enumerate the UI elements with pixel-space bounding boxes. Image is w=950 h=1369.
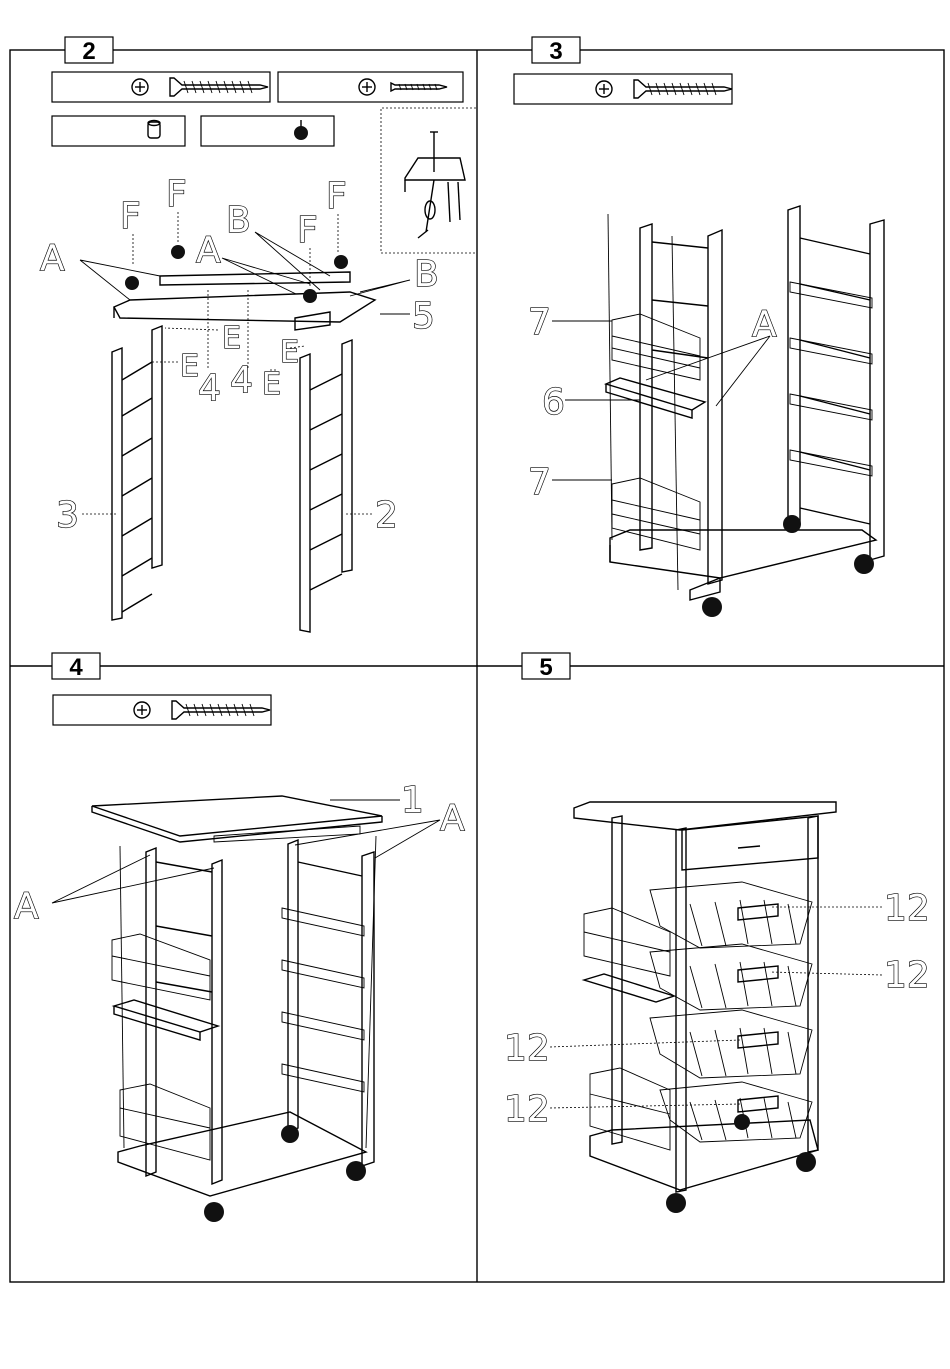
step-3-badge: 3: [532, 37, 580, 65]
step-3-number: 3: [549, 38, 562, 65]
callout-7-1: 7: [528, 302, 551, 343]
callout-f-3: F: [297, 210, 318, 251]
callout-a-5: A: [14, 886, 39, 927]
wire-basket-2: [650, 944, 812, 1010]
callout-2: 2: [375, 495, 398, 536]
callout-f-4: F: [326, 176, 347, 217]
callout-f-2: F: [166, 174, 187, 215]
step-5-panel: 12 12 12 12: [504, 802, 930, 1213]
hardware-box-long-screw: [52, 72, 270, 102]
wire-basket-3: [650, 1010, 812, 1078]
callout-f-1: F: [120, 196, 141, 237]
hardware-box-caster: [201, 116, 334, 146]
callout-a-4: A: [440, 798, 465, 839]
wire-basket-1: [650, 882, 812, 948]
callout-e-1: E: [222, 321, 241, 356]
callout-e-4: E: [262, 367, 281, 402]
callout-12-4: 12: [504, 1089, 550, 1130]
side-panel-2: [300, 340, 352, 632]
callout-12-3: 12: [504, 1028, 550, 1069]
step-4-badge: 4: [52, 653, 100, 681]
hardware-box-long-screw-4: [53, 695, 271, 725]
callout-e-3: E: [280, 335, 299, 370]
callout-e-2: E: [180, 349, 199, 384]
hardware-box-long-screw-3: [514, 74, 732, 104]
detail-inset: [381, 108, 476, 253]
side-panel-3: [112, 326, 162, 620]
callout-a-2: A: [196, 230, 221, 271]
callout-4-2: 4: [230, 360, 253, 401]
callout-a-3: A: [752, 304, 777, 345]
callout-3: 3: [56, 495, 79, 536]
step-4-number: 4: [69, 654, 83, 681]
step-4-panel: 1 A A: [14, 695, 465, 1222]
callout-12-2: 12: [884, 955, 930, 996]
callout-6: 6: [542, 382, 565, 423]
step-3-panel: 7 A 6 7: [514, 74, 884, 617]
top-frame: [114, 245, 375, 330]
callout-7-2: 7: [528, 462, 551, 503]
step-2-panel: F F F F A A B B E E E E 4 4 5 3 2: [40, 72, 476, 632]
callout-4-1: 4: [198, 368, 221, 409]
callout-a-1: A: [40, 238, 65, 279]
callout-1: 1: [401, 780, 424, 821]
step-5-badge: 5: [522, 653, 570, 681]
callout-5: 5: [412, 296, 435, 337]
step-2-number: 2: [82, 38, 95, 65]
wire-basket-4: [660, 1082, 812, 1142]
callout-b-1: B: [226, 200, 251, 241]
callout-b-2: B: [414, 254, 439, 295]
step-2-badge: 2: [65, 37, 113, 65]
hardware-box-dowel: [52, 116, 185, 146]
callout-12-1: 12: [884, 888, 930, 929]
step-5-number: 5: [539, 654, 552, 681]
